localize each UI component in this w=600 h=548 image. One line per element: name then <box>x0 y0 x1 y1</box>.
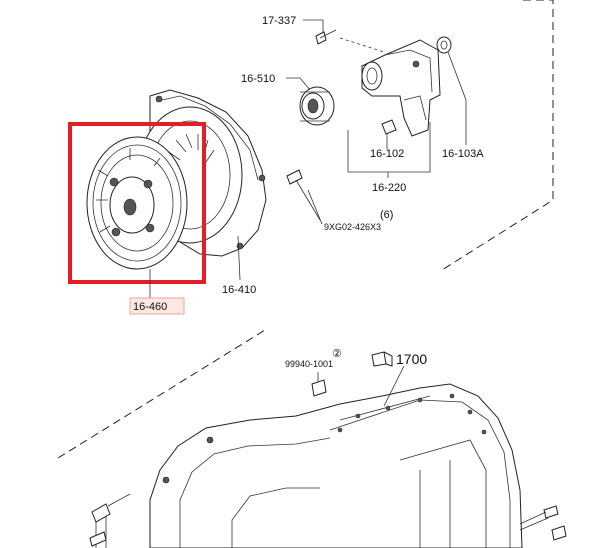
leader-bolt <box>307 189 323 225</box>
label-16-102: 16-102 <box>370 148 404 160</box>
leader-16-510 <box>286 77 311 91</box>
dust-boot-16-103a[interactable] <box>436 36 452 54</box>
highlight-box <box>68 122 206 284</box>
clip-16-102[interactable] <box>381 119 397 135</box>
book-ref-icon <box>371 351 393 367</box>
frame-dashed-border <box>441 0 554 271</box>
frame-dashed-line-lower <box>57 329 266 459</box>
label-17-337: 17-337 <box>262 15 296 27</box>
transmission-case-1700[interactable] <box>149 383 523 548</box>
label-99940-qty: ② <box>332 348 342 360</box>
highlight-tag <box>129 297 185 315</box>
pressure-plate-bolt[interactable] <box>286 169 321 221</box>
label-16-103a: 16-103A <box>442 148 484 160</box>
stud-bolt-right[interactable] <box>519 505 567 541</box>
dash-link-bolt <box>339 37 385 53</box>
bracket-16-220 <box>347 122 431 178</box>
label-16-460: 16-460 <box>133 301 167 313</box>
stud-bolt-left[interactable] <box>89 493 131 548</box>
leader-16-103a <box>447 51 467 145</box>
pivot-bolt-17-337[interactable] <box>315 29 337 45</box>
label-bolt-qty: (6) <box>380 209 393 221</box>
leader-16-410 <box>237 235 241 281</box>
release-bearing[interactable] <box>299 86 335 126</box>
label-16-220: 16-220 <box>372 182 406 194</box>
label-99940-1001: 99940-1001 <box>285 359 333 369</box>
release-fork-assembly[interactable] <box>361 39 441 137</box>
leader-17-337 <box>303 19 324 32</box>
label-9xg02-426x3: 9XG02-426X3 <box>324 222 381 232</box>
leader-1700 <box>383 365 405 407</box>
label-16-410: 16-410 <box>222 284 256 296</box>
clutch-disc-16-460[interactable] <box>86 136 188 270</box>
bolt-99940[interactable] <box>311 372 327 397</box>
label-1700: 1700 <box>396 351 427 367</box>
label-16-510: 16-510 <box>241 73 275 85</box>
